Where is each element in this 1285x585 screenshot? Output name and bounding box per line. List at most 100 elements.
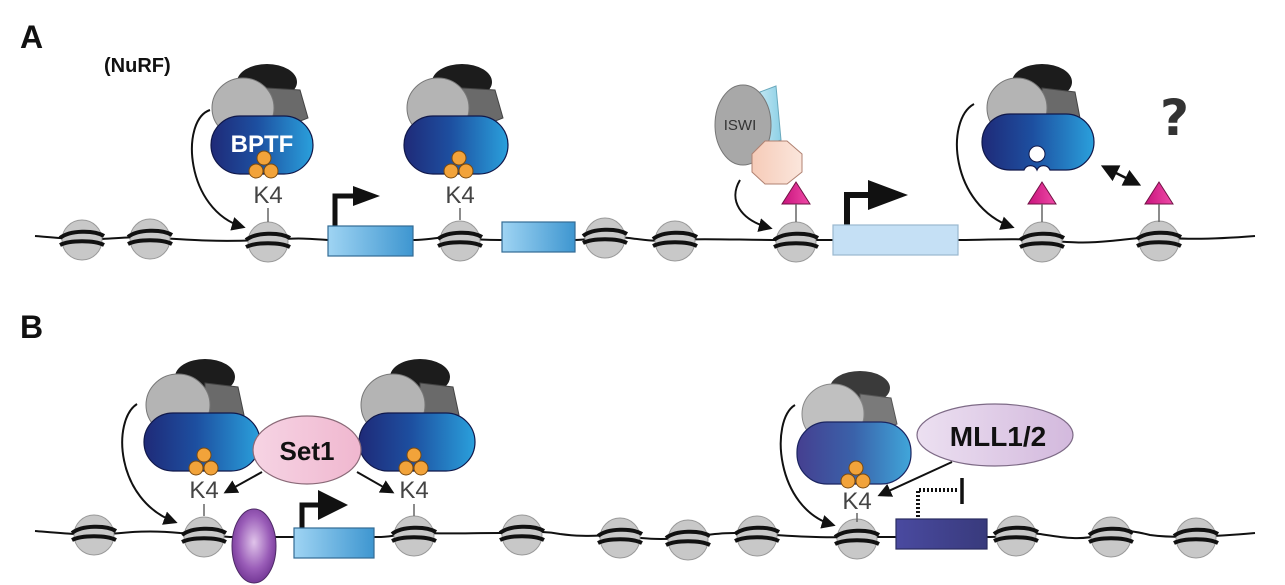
panel-a-label: A xyxy=(20,19,43,55)
methylation-arrow xyxy=(223,471,263,494)
panel-a: A (NuRF) BPTF K4 xyxy=(20,19,1256,263)
dna-strand-a xyxy=(34,235,1256,244)
dna-wrap xyxy=(436,230,484,241)
mll-label: MLL1/2 xyxy=(950,421,1046,452)
tss-arrow-b xyxy=(299,490,348,528)
dna-wrap xyxy=(127,238,173,246)
nucleosome xyxy=(244,221,292,263)
mll-enzyme xyxy=(916,403,1074,467)
histone-mark-triangle xyxy=(1027,181,1057,222)
nucleosome xyxy=(70,514,118,556)
nucleosome xyxy=(992,515,1040,557)
set1-enzyme xyxy=(252,415,362,485)
dna-wrap xyxy=(1135,230,1183,241)
nucleosome xyxy=(1135,220,1183,262)
nucleosome xyxy=(651,220,699,262)
dna-wrap xyxy=(1088,536,1134,544)
bidirectional-arrow xyxy=(1100,165,1142,186)
dna-wrap xyxy=(597,537,643,545)
tss-arrow-2 xyxy=(844,180,908,226)
dna-wrap xyxy=(834,538,880,546)
dna-wrap xyxy=(1173,537,1219,545)
k4-label: K4 xyxy=(842,488,871,515)
gene-box-2 xyxy=(501,221,576,253)
nucleosome xyxy=(498,514,546,556)
nucleosome xyxy=(664,519,712,561)
purple-factor xyxy=(231,508,277,584)
empty-pocket xyxy=(1028,145,1046,163)
dna-wrap xyxy=(498,524,546,535)
reader-complex-b1 xyxy=(143,359,261,476)
nucleosome xyxy=(1018,221,1066,263)
dna-wrap xyxy=(651,230,699,241)
set1-label: Set1 xyxy=(280,436,335,466)
dna-wrap xyxy=(1087,526,1135,537)
dna-wrap xyxy=(244,231,292,242)
nucleosome xyxy=(733,515,781,557)
dna-wrap xyxy=(993,535,1039,543)
dna-wrap xyxy=(1019,241,1065,249)
dna-wrap xyxy=(652,240,698,248)
methylation-arrow xyxy=(356,471,395,494)
reader-complex-unbound xyxy=(981,64,1095,172)
panel-b: B K4 K4 Set1 xyxy=(20,309,1256,584)
methylation-arrow xyxy=(877,461,953,497)
octagon-subunit xyxy=(751,140,803,185)
nucleosome xyxy=(126,218,174,260)
histone-mark-triangle xyxy=(1144,181,1174,222)
blocked-transcription-symbol xyxy=(916,478,964,517)
dna-wrap xyxy=(70,524,118,535)
dna-wrap xyxy=(58,229,106,240)
nucleosome xyxy=(390,515,438,557)
dna-wrap xyxy=(581,227,629,238)
recruitment-arrow xyxy=(955,103,1015,230)
recruitment-arrow xyxy=(191,109,246,231)
reader-complex-b3 xyxy=(796,371,912,489)
dna-wrap xyxy=(833,528,881,539)
dna-wrap xyxy=(245,241,291,249)
iswi-complex: ISWI xyxy=(714,84,803,185)
k4-label: K4 xyxy=(253,182,282,209)
dna-wrap xyxy=(582,237,628,245)
reader-subunit xyxy=(143,412,261,472)
methyl-marks xyxy=(248,150,279,179)
dna-wrap xyxy=(1018,231,1066,242)
dna-wrap xyxy=(664,529,712,540)
gene-box-1 xyxy=(327,225,414,257)
dna-wrap xyxy=(992,525,1040,536)
nurf-label: (NuRF) xyxy=(104,55,171,77)
remodel-arrow xyxy=(734,179,773,232)
nucleosome xyxy=(1087,516,1135,558)
nucleosome xyxy=(1172,517,1220,559)
recruitment-arrow xyxy=(121,403,178,525)
nurf-complex-1: BPTF xyxy=(210,64,314,179)
histone-mark-triangle xyxy=(781,181,811,222)
dna-wrap xyxy=(1136,240,1182,248)
nucleosome xyxy=(772,221,820,263)
nucleosome xyxy=(436,220,484,262)
reader-subunit xyxy=(981,113,1095,172)
iswi-label: ISWI xyxy=(724,117,757,134)
dna-wrap xyxy=(126,228,174,239)
reader-subunit xyxy=(403,115,509,175)
dna-wrap xyxy=(596,527,644,538)
dna-wrap xyxy=(773,241,819,249)
dna-wrap xyxy=(665,539,711,547)
dna-wrap xyxy=(499,534,545,542)
dna-wrap xyxy=(59,239,105,247)
k4-label: K4 xyxy=(399,477,428,504)
nurf-complex-2 xyxy=(403,64,509,179)
k4-label: K4 xyxy=(189,477,218,504)
nucleosome xyxy=(596,517,644,559)
dna-wrap xyxy=(71,534,117,542)
dna-wrap xyxy=(391,535,437,543)
gene-box-b1 xyxy=(293,527,375,559)
nucleosome xyxy=(58,219,106,261)
dna-wrap xyxy=(390,525,438,536)
tss-arrow-1 xyxy=(332,186,380,226)
question-mark: ? xyxy=(1160,89,1189,147)
silenced-gene-box xyxy=(895,518,988,550)
recruitment-arrow xyxy=(779,404,836,529)
dna-wrap xyxy=(437,240,483,248)
